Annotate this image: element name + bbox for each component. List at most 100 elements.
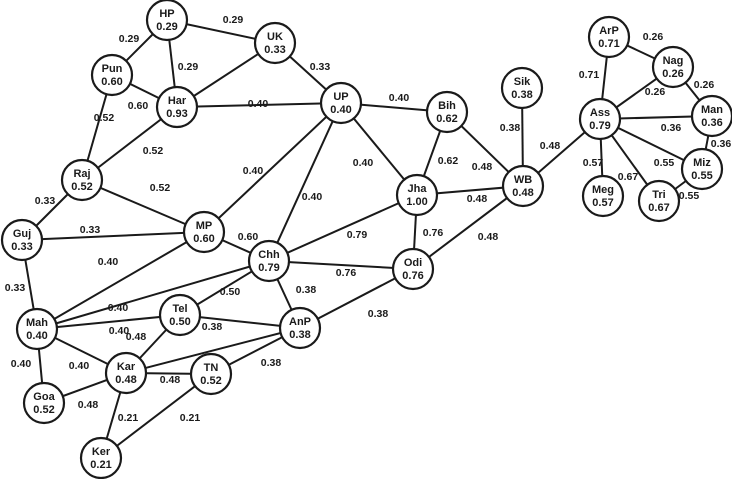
node-circle <box>637 179 681 223</box>
node-circle <box>189 352 233 396</box>
edge-label-raj-guj: 0.33 <box>35 195 56 207</box>
node-value: 0.33 <box>11 241 32 253</box>
edge-label-chh-tel: 0.50 <box>220 286 241 298</box>
edge-up-mp <box>203 102 342 233</box>
node-value: 0.62 <box>436 113 457 125</box>
node-circle <box>500 66 544 110</box>
edge-label-tn-ker: 0.21 <box>180 412 201 424</box>
edge-label-miz-tri: 0.55 <box>679 190 700 202</box>
node-up: UP0.40 <box>319 81 363 125</box>
edge-label-jha-chh: 0.79 <box>347 229 368 241</box>
node-name: Mah <box>26 317 48 329</box>
node-value: 0.33 <box>264 44 285 56</box>
node-value: 0.60 <box>193 233 214 245</box>
node-value: 0.52 <box>200 375 221 387</box>
edge-label-ass-miz: 0.55 <box>654 157 675 169</box>
edge-label-jha-odi: 0.76 <box>423 227 444 239</box>
node-name: Ass <box>590 107 610 119</box>
node-value: 0.79 <box>589 120 610 132</box>
edge-label-uk-up: 0.33 <box>310 61 331 73</box>
edge-label-hp-har: 0.29 <box>178 61 199 73</box>
node-circle <box>145 0 189 42</box>
node-value: 0.79 <box>258 262 279 274</box>
node-circle <box>690 94 732 138</box>
node-name: AnP <box>289 316 311 328</box>
node-circle <box>680 147 724 191</box>
node-value: 0.55 <box>691 170 712 182</box>
edge-label-pun-har: 0.60 <box>128 100 149 112</box>
node-name: Tel <box>172 303 187 315</box>
edge-label-jha-wb: 0.48 <box>467 193 488 205</box>
edge-label-mah-kar: 0.40 <box>69 360 90 372</box>
node-name: Bih <box>438 100 456 112</box>
node-value: 0.52 <box>71 181 92 193</box>
edge-label-mah-tel: 0.40 <box>109 325 130 337</box>
node-name: Miz <box>693 157 711 169</box>
edge-label-chh-mah: 0.40 <box>108 302 129 314</box>
node-name: Pun <box>102 63 123 75</box>
node-value: 0.57 <box>592 197 613 209</box>
edge-label-guj-mah: 0.33 <box>5 282 26 294</box>
node-value: 0.67 <box>648 202 669 214</box>
node-name: Har <box>168 95 187 107</box>
node-name: TN <box>204 362 219 374</box>
edge-label-pun-raj: 0.52 <box>94 112 115 124</box>
edge-odi-anp <box>299 268 414 329</box>
node-circle <box>22 381 66 425</box>
node-value: 0.36 <box>701 117 722 129</box>
node-name: Ker <box>92 446 111 458</box>
node-circle <box>578 97 622 141</box>
edge-label-tel-anp: 0.38 <box>202 321 223 333</box>
node-circle <box>319 81 363 125</box>
node-value: 0.93 <box>166 108 187 120</box>
edge-label-mah-goa: 0.40 <box>11 358 32 370</box>
edge-label-arp-nag: 0.26 <box>643 31 664 43</box>
node-name: WB <box>514 174 532 186</box>
edge-label-bih-jha: 0.62 <box>438 155 459 167</box>
node-name: HP <box>159 8 174 20</box>
node-name: Man <box>701 104 723 116</box>
edge-label-mp-mah: 0.40 <box>98 256 119 268</box>
edge-mp-mah <box>36 231 205 330</box>
edge-label-ass-man: 0.36 <box>661 122 682 134</box>
edge-label-kar-goa: 0.48 <box>78 399 99 411</box>
node-wb: WB0.48 <box>501 164 545 208</box>
edge-label-hp-uk: 0.29 <box>223 14 244 26</box>
node-value: 1.00 <box>406 196 427 208</box>
node-value: 0.48 <box>512 187 533 199</box>
edge-har-up <box>176 102 342 108</box>
edge-label-wb-odi: 0.48 <box>478 231 499 243</box>
edge-anp-kar <box>125 327 301 374</box>
node-name: Guj <box>13 228 31 240</box>
node-circle <box>425 90 469 134</box>
node-circle <box>155 85 199 129</box>
node-name: Nag <box>663 55 684 67</box>
node-name: Chh <box>258 249 280 261</box>
node-uk: UK0.33 <box>253 21 297 65</box>
node-circle <box>391 247 435 291</box>
node-value: 0.26 <box>662 68 683 80</box>
node-circle <box>182 210 226 254</box>
edge-label-chh-anp: 0.38 <box>296 284 317 296</box>
node-name: Tri <box>652 189 665 201</box>
node-name: UK <box>267 31 283 43</box>
node-name: Sik <box>514 76 531 88</box>
node-value: 0.38 <box>289 329 310 341</box>
node-name: MP <box>196 220 213 232</box>
node-value: 0.71 <box>598 38 619 50</box>
edge-jha-chh <box>268 194 418 262</box>
